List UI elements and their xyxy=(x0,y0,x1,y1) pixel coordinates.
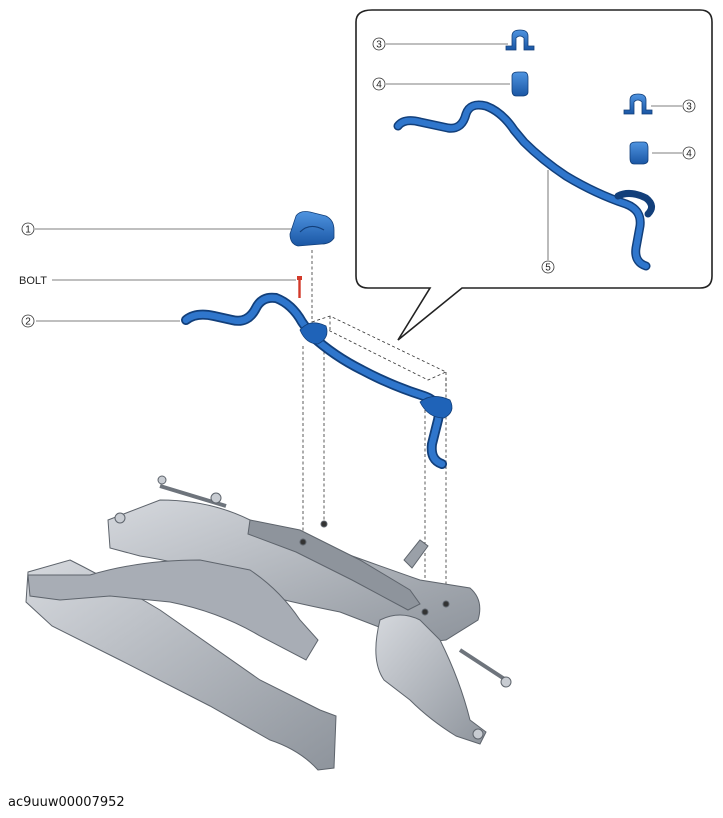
main-leader-lines xyxy=(35,228,298,322)
inset-callout-4b-text: 4 xyxy=(686,149,692,160)
inset-leader-lines xyxy=(386,43,682,260)
inset-callout-4a-text: 4 xyxy=(376,80,382,91)
inset-callout-3a: 3 xyxy=(372,37,386,51)
assembly-guide-lines xyxy=(302,250,447,610)
inset-stabilizer-bracket-top xyxy=(505,29,535,51)
inset-callout-3a-text: 3 xyxy=(376,40,382,51)
inset-stabilizer-bracket-right xyxy=(623,93,653,115)
inset-callout-5: 5 xyxy=(541,260,555,274)
inset-callout-3b-text: 3 xyxy=(686,102,692,113)
callout-1-text: 1 xyxy=(25,225,31,236)
bolt xyxy=(297,276,302,298)
callout-1: 1 xyxy=(21,222,35,236)
stabilizer-bar xyxy=(181,292,453,469)
inset-stabilizer-bar xyxy=(393,100,655,271)
inset-callout-5-text: 5 xyxy=(545,263,551,274)
inset-callout-4a: 4 xyxy=(372,77,386,91)
detail-callout-box xyxy=(355,9,713,341)
inset-callout-4b: 4 xyxy=(682,146,696,160)
bolt-label: BOLT xyxy=(19,275,47,287)
figure-id: ac9uuw00007952 xyxy=(8,795,125,810)
front-subframe xyxy=(25,475,512,771)
inset-stabilizer-bushing-right xyxy=(629,141,649,165)
inset-callout-3b: 3 xyxy=(682,99,696,113)
callout-2: 2 xyxy=(21,314,35,328)
inset-stabilizer-bushing-top xyxy=(511,71,529,97)
callout-2-text: 2 xyxy=(25,317,31,328)
stabilizer-bracket xyxy=(289,211,335,247)
